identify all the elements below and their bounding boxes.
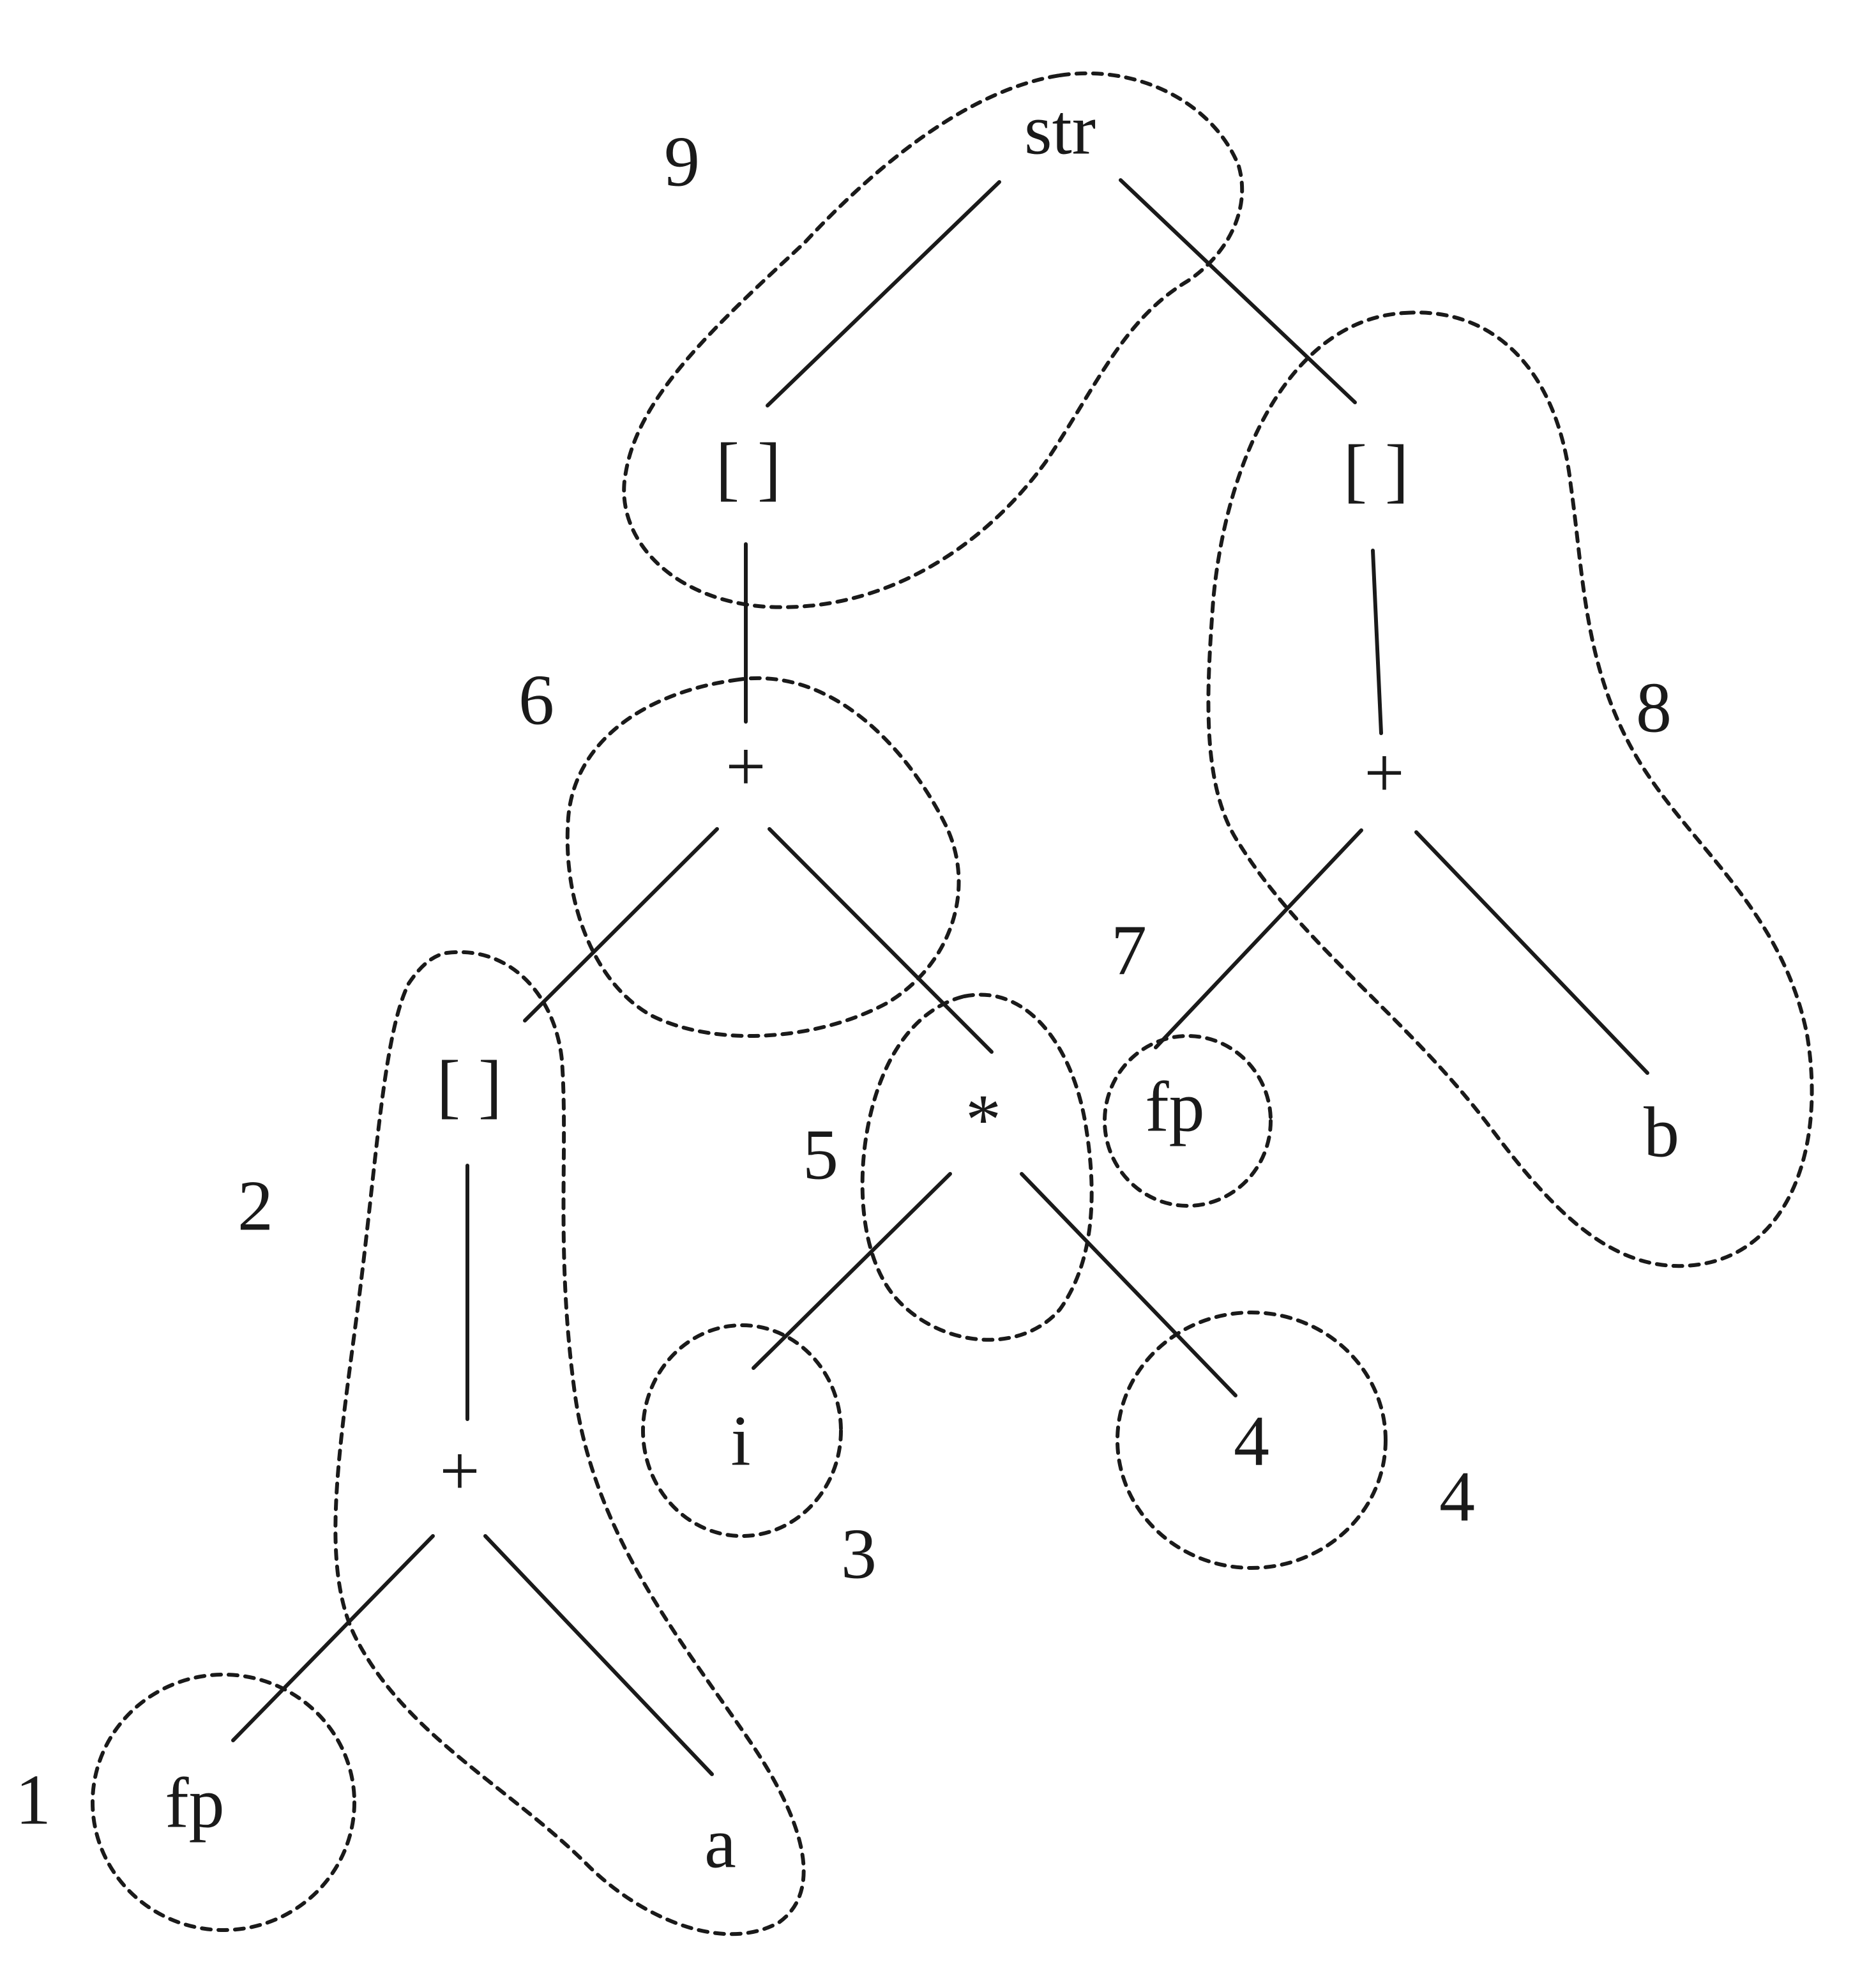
tree-nodes: str [ ] [ ] + + [ ] * fp b + i 4 fp a — [165, 91, 1679, 1883]
edge-str-brk-left — [766, 180, 1001, 407]
edge-brk-right-plus-right — [1371, 549, 1383, 735]
node-fp-low: fp — [165, 1764, 224, 1843]
tile-1-outline — [91, 1673, 356, 1932]
node-i: i — [730, 1402, 750, 1481]
node-mul: * — [965, 1081, 1001, 1160]
edge-mul-i — [752, 1172, 952, 1370]
edge-plus-mid-brk-low — [523, 827, 719, 1023]
tile-outlines — [91, 71, 1814, 1936]
edge-mul-four — [1020, 1172, 1237, 1397]
tile-7-outline — [1103, 1034, 1273, 1208]
node-brk-right: [ ] — [1343, 431, 1409, 510]
node-fp-right: fp — [1145, 1068, 1204, 1147]
tile-number-9: 9 — [664, 123, 700, 202]
edge-str-brk-right — [1119, 178, 1357, 404]
tile-number-2: 2 — [238, 1167, 273, 1246]
edge-plus-low-a — [483, 1534, 714, 1776]
node-brk-low: [ ] — [437, 1047, 503, 1126]
node-str: str — [1024, 91, 1096, 170]
tile-numbers: 9 6 8 7 5 2 4 3 1 — [15, 123, 1672, 1840]
tile-8-outline — [1206, 310, 1814, 1268]
node-a: a — [704, 1804, 736, 1883]
edge-plus-low-fp-low — [231, 1534, 435, 1742]
node-brk-left: [ ] — [716, 429, 782, 508]
node-plus-mid: + — [725, 727, 766, 807]
tile-3-outline — [641, 1323, 843, 1538]
tile-number-1: 1 — [15, 1761, 51, 1840]
tile-2-outline — [333, 950, 806, 1936]
tile-6-outline — [565, 676, 961, 1038]
tile-9-outline — [622, 71, 1244, 609]
tile-4-outline — [1116, 1311, 1388, 1570]
tree-edges — [231, 178, 1649, 1776]
node-b: b — [1644, 1093, 1679, 1173]
tile-number-5: 5 — [803, 1116, 838, 1195]
node-plus-right: + — [1364, 734, 1404, 813]
edge-plus-mid-mul — [768, 827, 994, 1054]
edge-plus-right-b — [1414, 830, 1649, 1075]
tile-number-8: 8 — [1636, 669, 1672, 748]
tile-number-6: 6 — [518, 661, 554, 740]
tile-number-7: 7 — [1111, 911, 1147, 991]
node-plus-low: + — [439, 1432, 480, 1511]
tile-5-outline — [860, 992, 1094, 1342]
node-four: 4 — [1234, 1402, 1269, 1481]
tile-number-4: 4 — [1439, 1457, 1475, 1537]
edge-plus-right-fp-right — [1154, 828, 1363, 1049]
tile-number-3: 3 — [841, 1515, 877, 1594]
